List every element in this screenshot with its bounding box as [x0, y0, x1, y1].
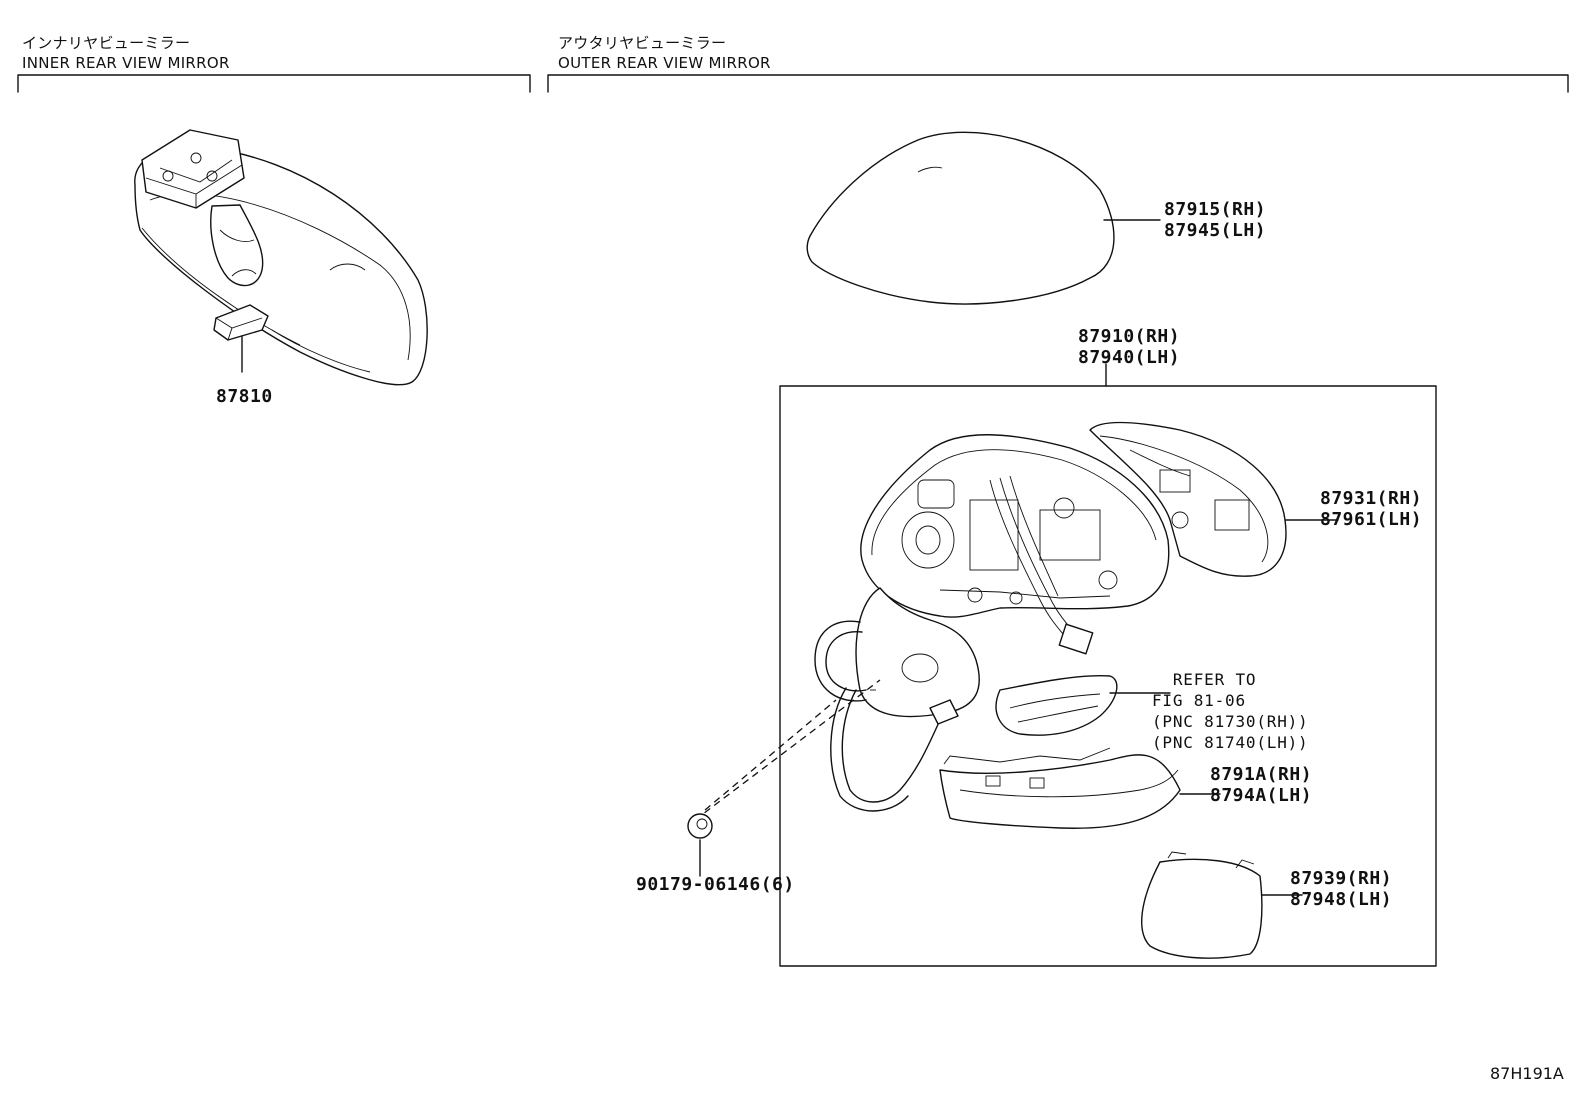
inner-section-title-en: INNER REAR VIEW MIRROR	[22, 54, 230, 72]
mirror-cover-drawing	[806, 131, 1161, 305]
mirror-glass-drawing	[1089, 421, 1339, 577]
illustration-code: 87H191A	[1490, 1064, 1564, 1083]
screw-drawing	[687, 679, 881, 877]
outer-section-title-en: OUTER REAR VIEW MIRROR	[558, 54, 771, 72]
inner-section-title-ja: インナリヤビューミラー	[22, 34, 191, 52]
inner-section-bracket	[17, 74, 531, 93]
part-label-87910[interactable]: 87910(RH)87940(LH)	[1078, 326, 1181, 368]
part-label-87931[interactable]: 87931(RH)87961(LH)	[1320, 488, 1423, 530]
part-label-87810[interactable]: 87810	[216, 386, 273, 407]
side-cover-drawing	[1141, 851, 1303, 959]
part-label-90179[interactable]: 90179-06146(6)	[636, 874, 795, 895]
under-cover-drawing	[939, 747, 1221, 829]
part-label-87915[interactable]: 87915(RH)87945(LH)	[1164, 199, 1267, 241]
mirror-housing-drawing	[814, 434, 1170, 812]
outer-section-title-ja: アウタリヤビューミラー	[558, 34, 727, 52]
inner-mirror-drawing	[134, 129, 428, 386]
part-label-8791A[interactable]: 8791A(RH)8794A(LH)	[1210, 764, 1313, 806]
part-label-87939[interactable]: 87939(RH)87948(LH)	[1290, 868, 1393, 910]
outer-section-bracket	[547, 74, 1569, 93]
assembly-box	[779, 385, 1437, 967]
turn-signal-lamp-drawing	[995, 674, 1171, 736]
